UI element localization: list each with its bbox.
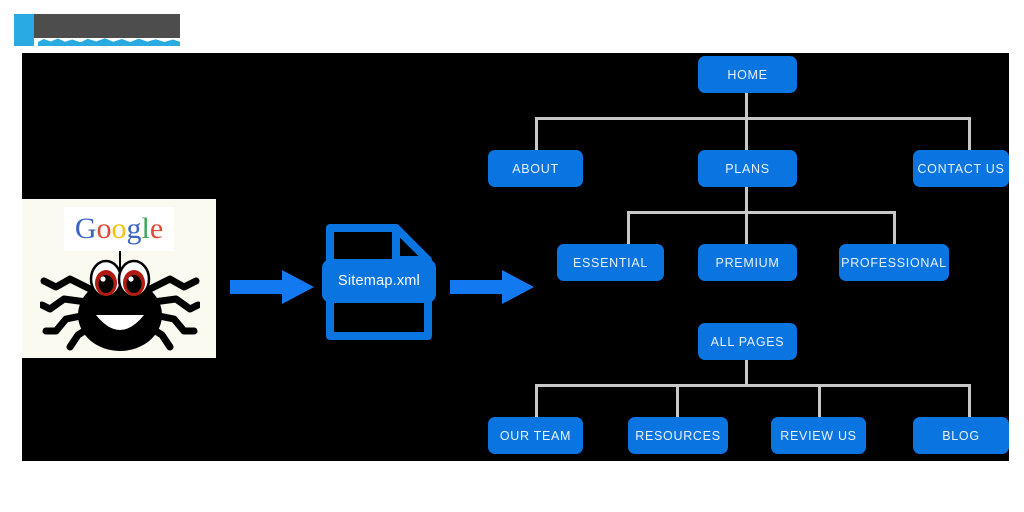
sitemap-node-our-team[interactable]: OUR TEAM [488, 417, 583, 454]
google-letter-o1: o [96, 212, 112, 245]
sitemap-file-label: Sitemap.xml [322, 259, 436, 303]
arrow-right-icon-1 [230, 270, 314, 304]
sitemap-node-blog[interactable]: BLOG [913, 417, 1009, 454]
sitemap-node-premium[interactable]: PREMIUM [698, 244, 797, 281]
sitemap-node-professional[interactable]: PROFESSIONAL [839, 244, 949, 281]
google-letter-e: e [149, 212, 164, 245]
sitemap-node-about[interactable]: ABOUT [488, 150, 583, 187]
connector-drop-our-team [535, 384, 538, 417]
google-letter-l: l [141, 212, 150, 245]
connector-allpages-bus [535, 384, 971, 387]
logo-accent-bar [14, 14, 34, 46]
logo-wave-underline [38, 38, 180, 46]
connector-drop-premium [745, 211, 748, 244]
logo-wordmark-block [34, 14, 180, 38]
connector-drop-review-us [818, 384, 821, 417]
sitemap-node-contact-us[interactable]: CONTACT US [913, 150, 1009, 187]
connector-drop-blog [968, 384, 971, 417]
connector-drop-plans [745, 117, 748, 150]
google-spider-icon [38, 257, 202, 353]
google-letter-G: G [74, 212, 97, 245]
connector-drop-professional [893, 211, 896, 244]
arrow-right-icon-2 [450, 270, 534, 304]
sitemap-node-review-us[interactable]: REVIEW US [771, 417, 866, 454]
google-letter-g: g [126, 212, 142, 245]
connector-plans-stem [745, 187, 748, 213]
sitemap-node-resources[interactable]: RESOURCES [628, 417, 728, 454]
connector-home-stem [745, 93, 748, 119]
connector-drop-essential [627, 211, 630, 244]
connector-drop-about [535, 117, 538, 150]
sitemap-node-home[interactable]: HOME [698, 56, 797, 93]
spider-thread [119, 251, 121, 281]
connector-plans-bus [627, 211, 896, 214]
sitemap-node-all-pages[interactable]: ALL PAGES [698, 323, 797, 360]
sitemap-node-essential[interactable]: ESSENTIAL [557, 244, 664, 281]
site-logo[interactable] [14, 14, 180, 46]
google-letter-o2: o [111, 212, 127, 245]
connector-allpages-stem [745, 360, 748, 386]
connector-drop-contact [968, 117, 971, 150]
connector-primary-bus [535, 117, 971, 120]
sitemap-node-plans[interactable]: PLANS [698, 150, 797, 187]
connector-drop-resources [676, 384, 679, 417]
